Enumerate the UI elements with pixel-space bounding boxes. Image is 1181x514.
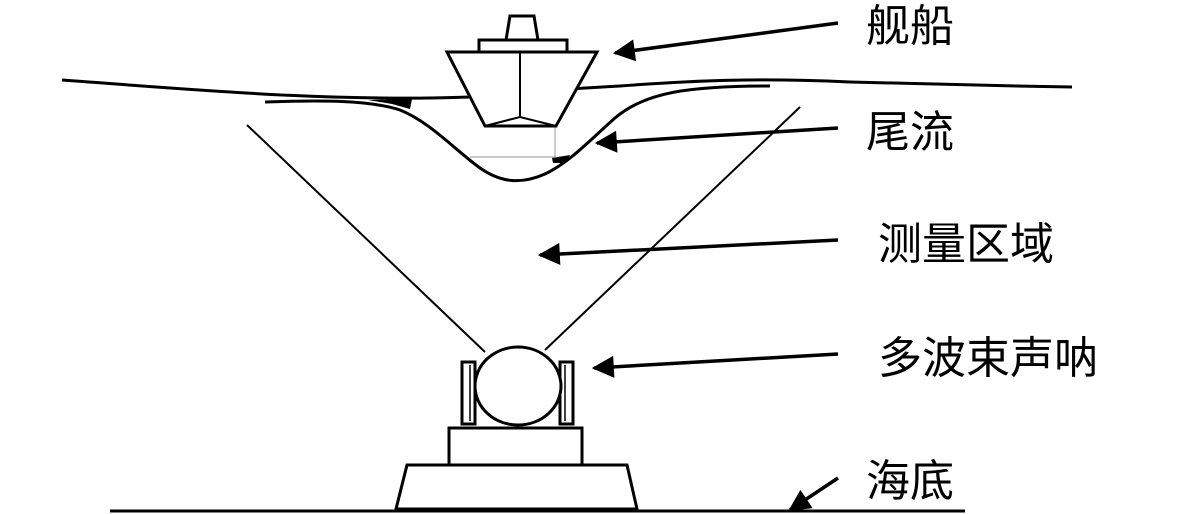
ship-hull	[444, 50, 600, 128]
wake-mark-left	[368, 99, 412, 109]
label-wake: 尾流	[866, 107, 954, 158]
label-ship: 舰船	[866, 1, 954, 52]
wake-mark-right	[552, 155, 570, 163]
ship-bridge	[504, 14, 540, 42]
sonar-base	[394, 463, 639, 511]
sonar-beam-left	[246, 124, 486, 353]
label-multibeam-sonar: 多波束声呐	[878, 333, 1098, 384]
label-seabed: 海底	[866, 456, 954, 507]
sonar-mount	[447, 426, 584, 470]
arrow-ship	[612, 21, 839, 62]
label-survey-area: 测量区域	[878, 219, 1054, 270]
sea-surface-line	[61, 78, 1073, 100]
arrow-sonar	[591, 352, 839, 378]
wake-curve	[264, 84, 771, 183]
ship-deck	[477, 38, 569, 54]
sonar-bracket-right	[558, 360, 575, 426]
sonar-beam-right	[544, 106, 801, 351]
arrow-survey-area	[537, 238, 839, 265]
arrow-seabed	[788, 476, 839, 512]
sonar-transducer	[473, 345, 563, 427]
arrow-wake	[594, 126, 839, 153]
sonar-bracket-left	[460, 360, 477, 426]
